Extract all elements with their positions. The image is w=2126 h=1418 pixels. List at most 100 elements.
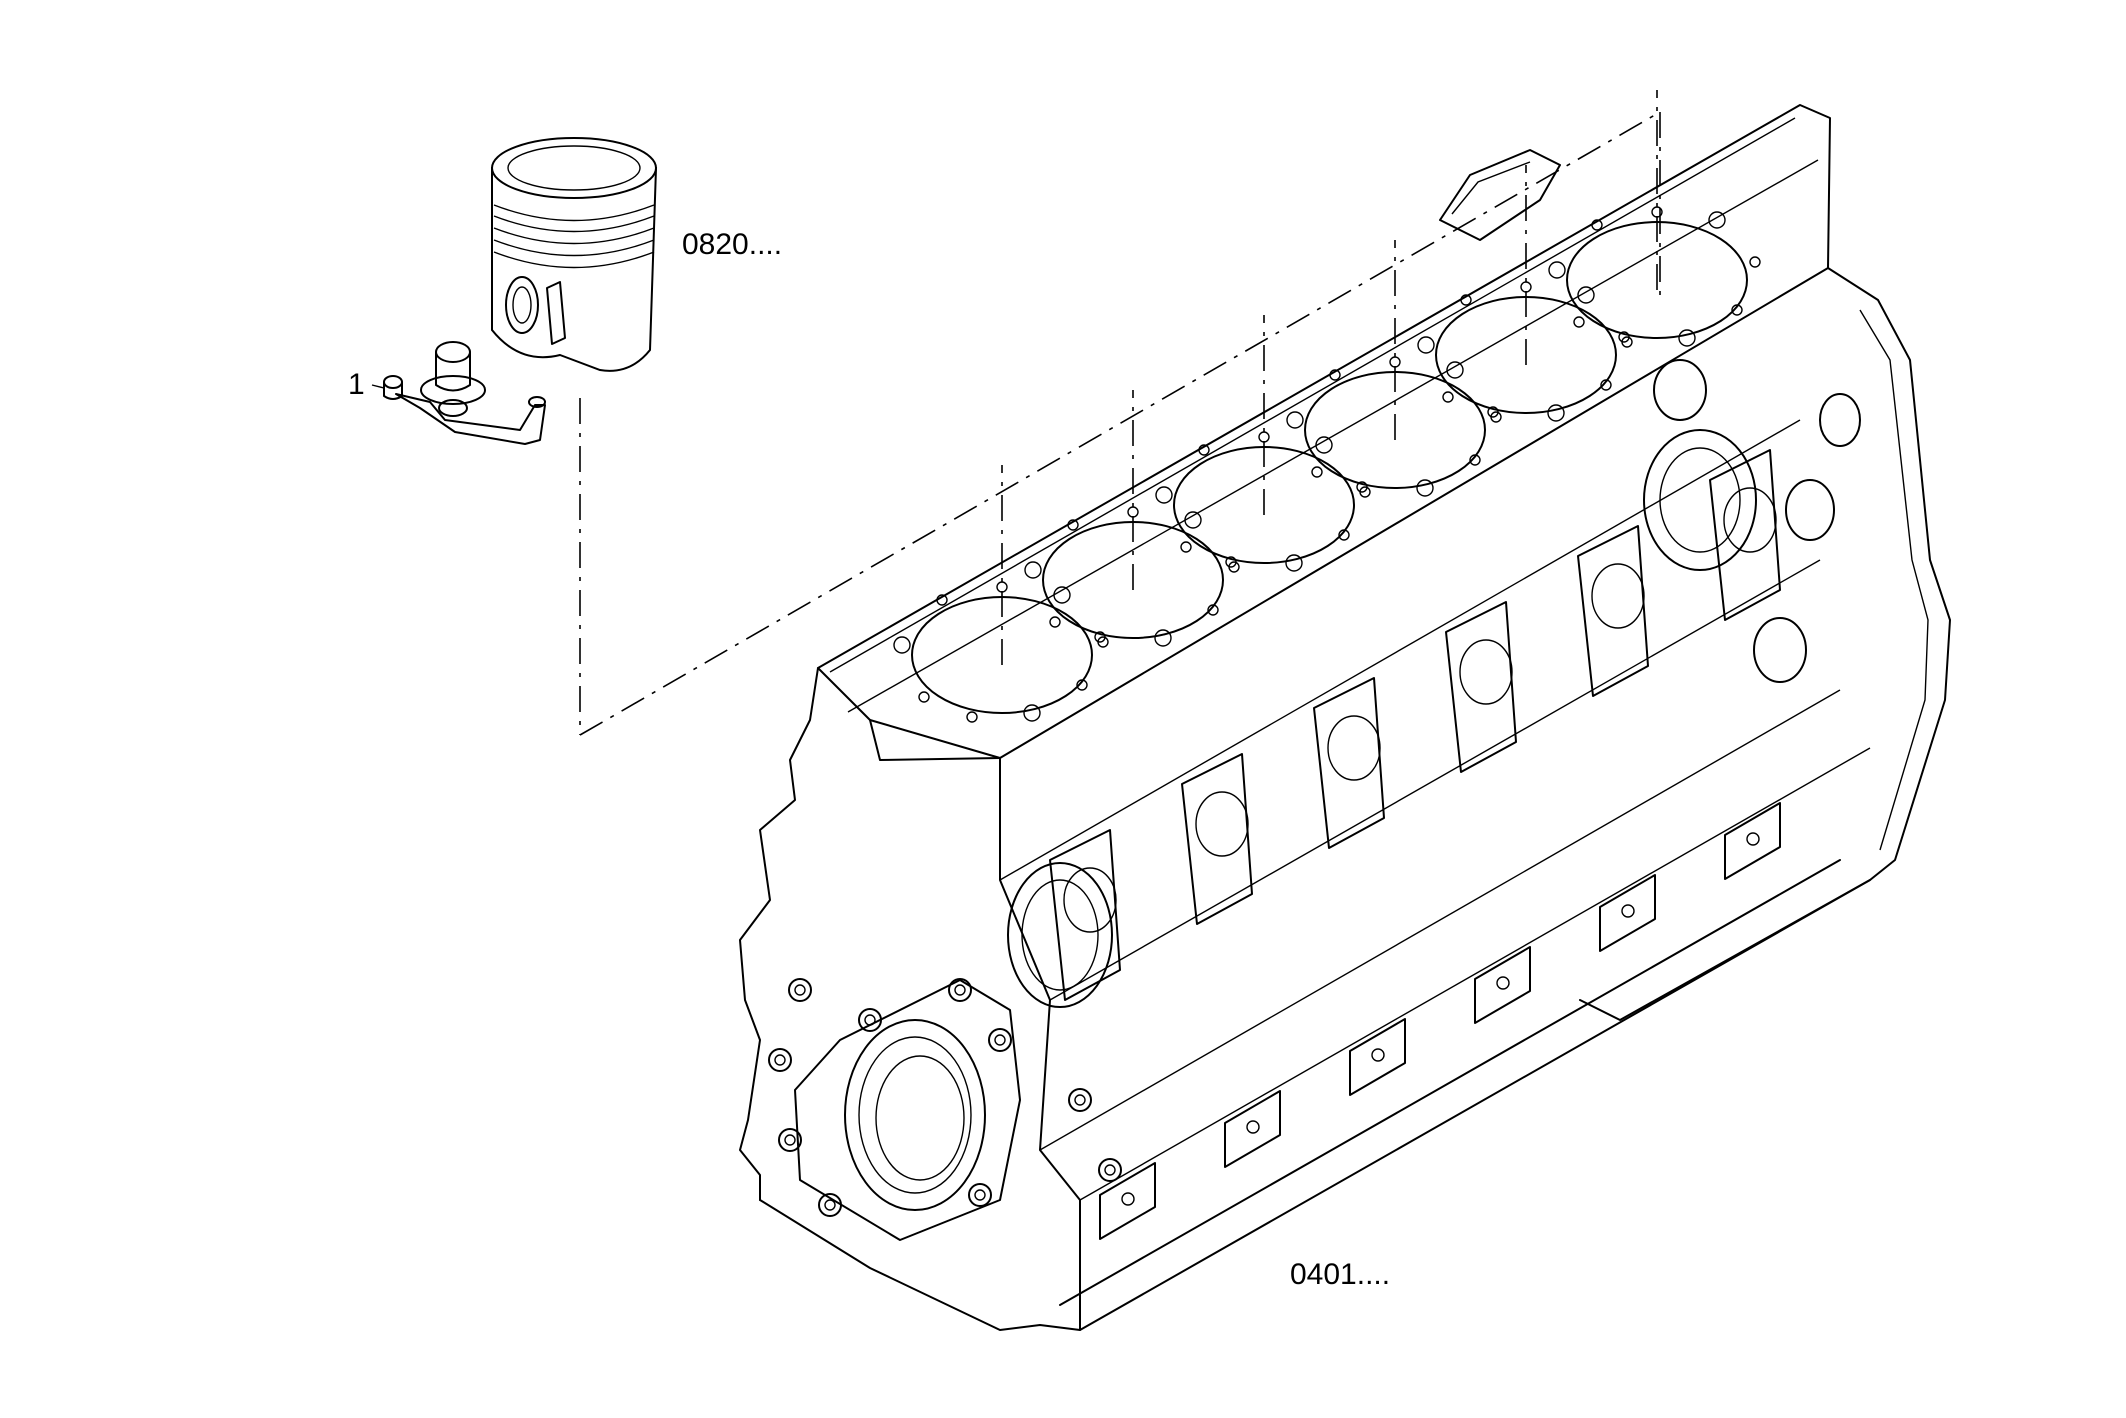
head-bolt-hole <box>1548 261 1566 279</box>
front-bolt-hole-inner <box>994 1034 1006 1046</box>
front-bolt-hole <box>768 1048 792 1072</box>
head-bolt-hole <box>1329 369 1341 381</box>
cylinder-bore <box>1042 521 1224 639</box>
skirt-block <box>1349 1018 1406 1096</box>
front-bolt-hole <box>988 1028 1012 1052</box>
head-bolt-hole <box>1180 541 1192 553</box>
skirt-block <box>1224 1090 1281 1168</box>
bearing-web <box>1577 525 1649 697</box>
head-bolt-hole <box>1749 256 1761 268</box>
head-bolt-hole <box>1731 304 1743 316</box>
front-bolt-hole <box>1098 1158 1122 1182</box>
skirt-block <box>1599 874 1656 952</box>
head-bolt-hole <box>1315 436 1333 454</box>
front-bolt-hole <box>778 1128 802 1152</box>
head-bolt-hole <box>1076 679 1088 691</box>
front-bolt-hole <box>818 1193 842 1217</box>
head-bolt-hole <box>1053 586 1071 604</box>
front-bolt-hole-inner <box>784 1134 796 1146</box>
front-bolt-hole <box>948 978 972 1002</box>
head-bolt-hole <box>1359 486 1371 498</box>
assembly-centerlines <box>579 90 1661 736</box>
head-bolt-hole <box>1621 336 1633 348</box>
skirt-bolt-hole <box>1371 1048 1385 1062</box>
head-bolt-hole <box>1490 411 1502 423</box>
front-bolt-hole <box>858 1008 882 1032</box>
head-bolt-hole <box>1416 479 1434 497</box>
bearing-web <box>1181 753 1253 925</box>
oil-nozzle-drawing <box>383 341 546 445</box>
web-boss <box>1195 791 1249 857</box>
head-bolt-hole <box>1577 286 1595 304</box>
head-bolt-hole <box>1520 281 1532 293</box>
head-bolt-hole <box>1097 636 1109 648</box>
head-bolt-hole <box>1591 219 1603 231</box>
cylinder-bore <box>1566 221 1748 339</box>
front-bolt-hole-inner <box>774 1054 786 1066</box>
head-bolt-hole <box>1651 206 1663 218</box>
front-bolt-hole <box>968 1183 992 1207</box>
head-bolt-hole <box>1389 356 1401 368</box>
front-bolt-hole-inner <box>824 1199 836 1211</box>
head-bolt-hole <box>1258 431 1270 443</box>
skirt-block <box>1724 802 1781 880</box>
head-bolt-hole <box>1207 604 1219 616</box>
head-bolt-hole <box>1198 444 1210 456</box>
head-bolt-hole <box>936 594 948 606</box>
skirt-bolt-hole <box>1121 1192 1135 1206</box>
cylinder-bore <box>1173 446 1355 564</box>
head-bolt-hole <box>1285 554 1303 572</box>
head-bolt-hole <box>1417 336 1435 354</box>
skirt-bolt-hole <box>1496 976 1510 990</box>
head-bolt-hole <box>1460 294 1472 306</box>
bearing-web <box>1049 829 1121 1001</box>
head-bolt-hole <box>893 636 911 654</box>
head-bolt-hole <box>996 581 1008 593</box>
front-bolt-hole-inner <box>794 984 806 996</box>
front-bolt-hole-inner <box>954 984 966 996</box>
front-bolt-hole <box>788 978 812 1002</box>
skirt-block <box>1474 946 1531 1024</box>
bearing-web <box>1709 449 1781 621</box>
web-boss <box>1459 639 1513 705</box>
head-bolt-hole <box>1547 404 1565 422</box>
head-bolt-hole <box>1024 561 1042 579</box>
web-boss <box>1723 487 1777 553</box>
bearing-web <box>1445 601 1517 773</box>
head-bolt-hole <box>1708 211 1726 229</box>
web-boss <box>1327 715 1381 781</box>
front-bolt-hole-inner <box>864 1014 876 1026</box>
front-bolt-hole <box>1068 1088 1092 1112</box>
cylinder-bore <box>1304 371 1486 489</box>
head-bolt-hole <box>1127 506 1139 518</box>
head-bolt-hole <box>1049 616 1061 628</box>
web-boss <box>1591 563 1645 629</box>
head-bolt-hole <box>1311 466 1323 478</box>
head-bolt-hole <box>1600 379 1612 391</box>
head-bolt-hole <box>1338 529 1350 541</box>
head-bolt-hole <box>1446 361 1464 379</box>
skirt-block <box>1099 1162 1156 1240</box>
skirt-bolt-hole <box>1246 1120 1260 1134</box>
head-bolt-hole <box>1573 316 1585 328</box>
callout-block-0401: 0401.... <box>1290 1258 1391 1291</box>
web-boss <box>1063 867 1117 933</box>
head-bolt-hole <box>1023 704 1041 722</box>
head-bolt-hole <box>1154 629 1172 647</box>
bearing-web <box>1313 677 1385 849</box>
cylinder-bore <box>911 596 1093 714</box>
head-bolt-hole <box>966 711 978 723</box>
head-bolt-hole <box>1442 391 1454 403</box>
head-bolt-hole <box>1286 411 1304 429</box>
item-1-leader <box>371 384 385 389</box>
head-bolt-hole <box>1067 519 1079 531</box>
cylinder-bore <box>1435 296 1617 414</box>
head-bolt-hole <box>1469 454 1481 466</box>
head-bolt-hole <box>1155 486 1173 504</box>
head-bolt-hole <box>918 691 930 703</box>
engine-block-drawing <box>739 104 1951 1331</box>
front-bolt-hole-inner <box>1074 1094 1086 1106</box>
skirt-bolt-hole <box>1746 832 1760 846</box>
callout-piston-0820: 0820.... <box>682 228 783 261</box>
